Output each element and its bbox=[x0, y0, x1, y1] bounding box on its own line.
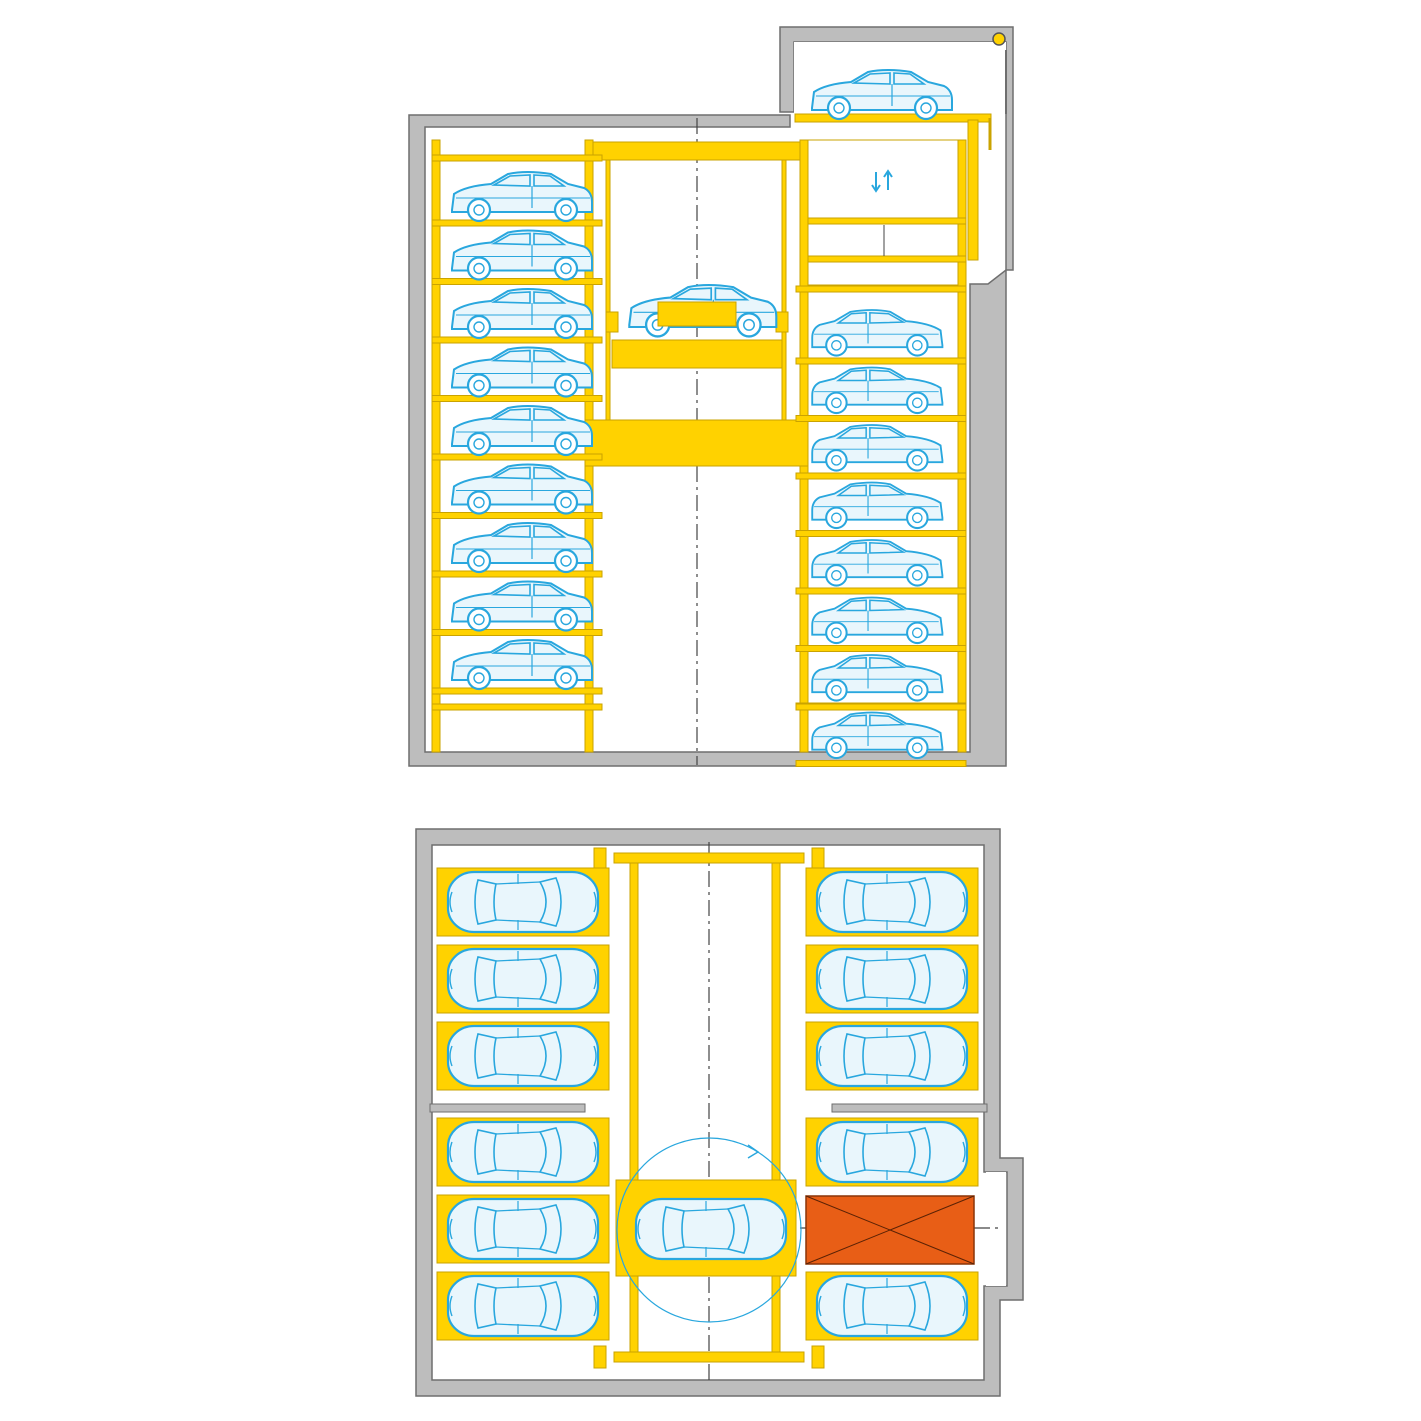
entry-door-hinge bbox=[992, 32, 1006, 46]
shelf bbox=[795, 472, 967, 480]
shelf bbox=[431, 219, 603, 227]
shelf bbox=[795, 357, 967, 365]
transfer-bay-cross-icon bbox=[805, 1195, 975, 1265]
parked-car-side bbox=[811, 596, 944, 645]
parked-car-top bbox=[446, 1120, 600, 1184]
parked-car-side bbox=[450, 287, 594, 340]
shelf bbox=[431, 512, 603, 519]
entry-platform bbox=[794, 113, 992, 123]
parked-car-side bbox=[811, 538, 944, 587]
lift-crossbeam bbox=[584, 419, 809, 467]
shelf bbox=[795, 285, 967, 293]
rotation-arrow-icon bbox=[616, 1137, 802, 1323]
shelf bbox=[795, 645, 967, 652]
plan-view bbox=[415, 828, 1024, 1397]
turntable bbox=[615, 1137, 802, 1323]
parked-car-top bbox=[815, 1274, 969, 1338]
parked-car-top bbox=[446, 870, 600, 934]
plan-wall bbox=[415, 828, 1024, 1397]
up-down-arrows-icon bbox=[871, 169, 893, 193]
entry-lift-frame bbox=[967, 119, 979, 261]
shelf bbox=[795, 703, 967, 711]
shelf bbox=[795, 530, 967, 537]
plan-rail bbox=[771, 862, 781, 1353]
shelf bbox=[431, 703, 603, 711]
shelf bbox=[431, 629, 603, 636]
parked-car-side bbox=[450, 580, 594, 632]
parked-car-top bbox=[446, 1024, 600, 1088]
parked-car-side bbox=[450, 521, 594, 574]
left-shelves bbox=[431, 154, 603, 711]
parked-car-side bbox=[450, 346, 594, 398]
shelf bbox=[431, 278, 603, 285]
parked-car-side bbox=[811, 711, 944, 760]
shelf bbox=[795, 587, 967, 595]
parked-car-side bbox=[450, 404, 594, 457]
parked-car-side bbox=[450, 638, 594, 691]
parked-car-side bbox=[811, 366, 944, 415]
parked-car-side bbox=[450, 229, 594, 281]
parked-car-top bbox=[815, 870, 969, 934]
plan-rail bbox=[629, 862, 639, 1353]
shelf bbox=[431, 154, 603, 162]
section-view bbox=[408, 26, 1014, 767]
rack-upright bbox=[957, 139, 967, 753]
right-shelves bbox=[795, 285, 967, 767]
parked-car-top bbox=[446, 1197, 600, 1261]
turntable-car bbox=[634, 1197, 788, 1261]
shelf bbox=[795, 415, 967, 422]
parked-car-side bbox=[811, 653, 944, 702]
parked-car-side bbox=[811, 308, 944, 357]
parked-car-side bbox=[450, 463, 594, 515]
parked-car-top bbox=[815, 1120, 969, 1184]
lift-gantry-beam bbox=[592, 141, 801, 161]
plan-right-bays bbox=[805, 867, 979, 1341]
parked-car-side bbox=[811, 481, 944, 530]
parked-car-top bbox=[446, 947, 600, 1011]
shelf bbox=[431, 395, 603, 402]
lift-shaft-upper bbox=[807, 139, 959, 286]
plan-left-bays bbox=[436, 867, 610, 1341]
parked-car-top bbox=[815, 947, 969, 1011]
lift-car-platform bbox=[605, 283, 789, 369]
shelf bbox=[431, 336, 603, 344]
parked-car-top bbox=[815, 1024, 969, 1088]
shelf bbox=[795, 760, 967, 767]
parked-car-top bbox=[446, 1274, 600, 1338]
shelf bbox=[431, 453, 603, 461]
shelf bbox=[431, 570, 603, 578]
shelf bbox=[431, 687, 603, 695]
rack-upright bbox=[431, 139, 441, 753]
parked-car-side bbox=[450, 170, 594, 223]
parked-car-side bbox=[811, 423, 944, 472]
